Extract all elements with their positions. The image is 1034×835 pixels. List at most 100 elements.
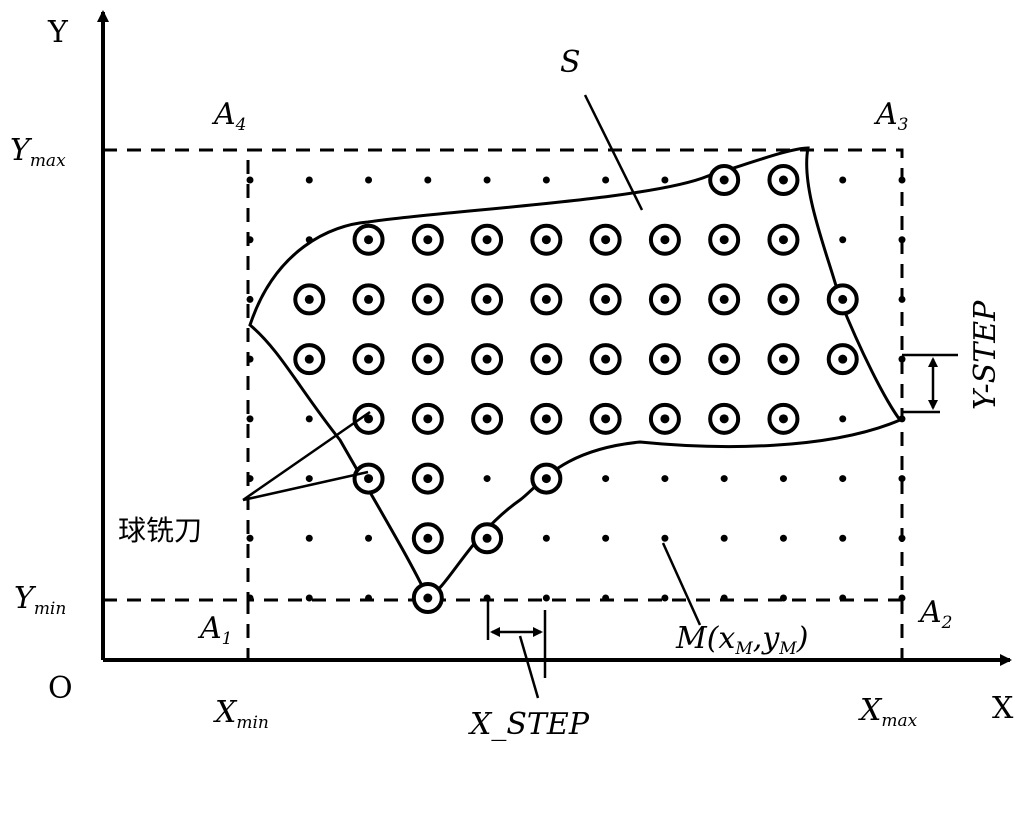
- covered-point-dot: [719, 294, 729, 304]
- covered-point-dot: [423, 414, 433, 424]
- grid-point: [839, 176, 847, 184]
- x-step-leader: [518, 635, 540, 699]
- tool-leader-2: [242, 470, 369, 502]
- covered-point-dot: [719, 235, 729, 245]
- surface-leader: [583, 94, 644, 211]
- covered-point-dot: [482, 414, 492, 424]
- covered-point-dot: [482, 294, 492, 304]
- grid-point: [720, 594, 728, 602]
- covered-point-dot: [423, 474, 433, 484]
- covered-point-dot: [541, 294, 551, 304]
- grid-point: [661, 534, 669, 542]
- x-step-label: X_STEP: [468, 707, 590, 742]
- covered-point-dot: [364, 294, 374, 304]
- grid-point: [839, 534, 847, 542]
- grid-point: [305, 534, 313, 542]
- origin-label: O: [48, 671, 73, 706]
- grid-point: [898, 355, 906, 363]
- grid-point: [542, 534, 550, 542]
- grid-point: [779, 594, 787, 602]
- grid-point: [898, 295, 906, 303]
- bounding-rectangle: [246, 148, 904, 602]
- grid-point: [839, 236, 847, 244]
- grid-point: [305, 415, 313, 423]
- grid-point: [542, 176, 550, 184]
- covered-point-dot: [423, 294, 433, 304]
- corner-a3-label: A3: [873, 97, 909, 135]
- covered-point-dot: [838, 294, 848, 304]
- point-leader: [661, 542, 702, 626]
- covered-point-dot: [364, 354, 374, 364]
- covered-point-dot: [423, 354, 433, 364]
- grid-point: [898, 236, 906, 244]
- grid-point: [602, 594, 610, 602]
- covered-point-dot: [423, 533, 433, 543]
- corner-a2-label: A2: [917, 595, 953, 633]
- covered-point-dot: [364, 414, 374, 424]
- covered-point-dot: [601, 294, 611, 304]
- grid-point: [602, 475, 610, 483]
- covered-point-dot: [778, 294, 788, 304]
- y-axis-label: Y: [47, 15, 69, 50]
- grid-point: [305, 594, 313, 602]
- grid-point: [246, 236, 254, 244]
- grid-point: [661, 594, 669, 602]
- grid-point: [720, 534, 728, 542]
- grid-point: [365, 176, 373, 184]
- grid-point: [246, 594, 254, 602]
- grid-point: [602, 176, 610, 184]
- surface-label: S: [560, 45, 581, 80]
- grid-point: [483, 594, 491, 602]
- grid-point: [898, 415, 906, 423]
- covered-point-dot: [660, 235, 670, 245]
- covered-point-dot: [482, 533, 492, 543]
- covered-point-dot: [601, 354, 611, 364]
- covered-point-dot: [541, 235, 551, 245]
- grid-point: [483, 475, 491, 483]
- covered-point-dot: [364, 474, 374, 484]
- grid-point: [839, 475, 847, 483]
- corner-a4-label: A4: [211, 97, 247, 135]
- grid-point: [898, 594, 906, 602]
- grid-point: [246, 534, 254, 542]
- covered-point-dot: [304, 354, 314, 364]
- grid-point: [779, 534, 787, 542]
- tool-leader-1: [242, 410, 371, 502]
- covered-point-dot: [719, 414, 729, 424]
- grid-point: [898, 534, 906, 542]
- grid-point: [246, 295, 254, 303]
- covered-point-dot: [778, 175, 788, 185]
- x-min-label: Xmin: [213, 695, 269, 733]
- grid-point: [365, 534, 373, 542]
- grid-point: [246, 415, 254, 423]
- grid-point: [424, 176, 432, 184]
- covered-point-dot: [541, 354, 551, 364]
- grid-point: [365, 594, 373, 602]
- grid-point: [305, 236, 313, 244]
- y-min-label: Ymin: [14, 581, 66, 619]
- grid-point: [305, 475, 313, 483]
- x-axis-label: X: [992, 691, 1014, 726]
- surface-outline: [248, 146, 903, 601]
- covered-point-dot: [660, 414, 670, 424]
- grid-point: [779, 475, 787, 483]
- grid-points: [246, 164, 906, 614]
- tool-label: 球铣刀: [118, 514, 202, 547]
- grid-point: [720, 475, 728, 483]
- grid-point: [246, 176, 254, 184]
- grid-point: [661, 176, 669, 184]
- covered-point-dot: [364, 235, 374, 245]
- grid-point: [839, 415, 847, 423]
- y-max-label: Ymax: [10, 133, 66, 171]
- y-step-label: Y-STEP: [968, 300, 1003, 410]
- covered-point-dot: [304, 294, 314, 304]
- grid-point: [246, 475, 254, 483]
- grid-point: [898, 475, 906, 483]
- point-m-label: M(xM,yM): [675, 621, 808, 659]
- covered-point-dot: [423, 235, 433, 245]
- grid-point: [542, 594, 550, 602]
- covered-point-dot: [541, 414, 551, 424]
- corner-a1-label: A1: [197, 611, 233, 649]
- grid-point: [602, 534, 610, 542]
